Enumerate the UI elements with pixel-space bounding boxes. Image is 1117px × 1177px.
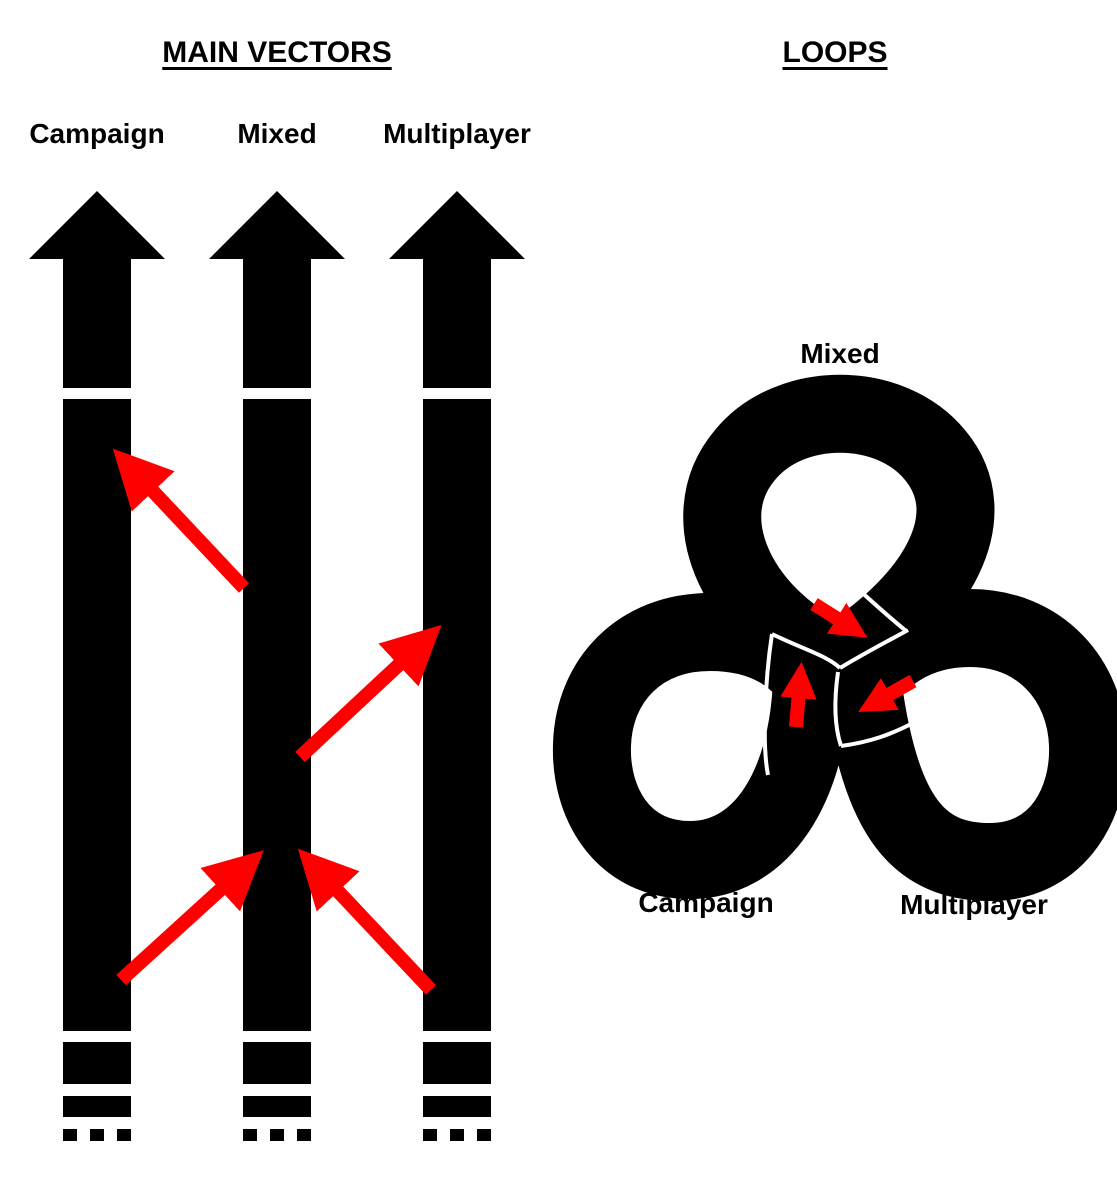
mixed-arrow-up [209, 191, 345, 388]
campaign-trail-segment [63, 1096, 131, 1117]
campaign-column-label: Campaign [29, 118, 165, 149]
mixed-trail-dot [243, 1129, 257, 1141]
loop-transfer-arrows [780, 598, 917, 728]
crossing-line [838, 628, 909, 670]
campaign-shaft [63, 399, 131, 1031]
crossing-line [762, 633, 774, 776]
multiplayer-trail-dot [477, 1129, 491, 1141]
loop-mixed-label: Mixed [800, 338, 880, 369]
campaign-arrow-up [29, 191, 165, 388]
red-arrow-campaign-to-mixed [116, 850, 264, 986]
multiplayer-shaft [423, 399, 491, 1031]
multiplayer-column-label: Multiplayer [383, 118, 531, 149]
main-transfer-arrows [112, 448, 442, 995]
loop-mixed [683, 374, 995, 702]
mixed-trail-dot [297, 1129, 311, 1141]
crossing-line [771, 632, 842, 670]
campaign-trail-dot [117, 1129, 131, 1141]
red-arrow-mixed-to-campaign [112, 448, 250, 593]
red-arrow-loop-campaign [780, 661, 817, 728]
multiplayer-arrow-up [389, 191, 525, 388]
loop-multiplayer [823, 588, 1117, 902]
campaign-trail-segment [63, 1042, 131, 1084]
mixed-vector [209, 191, 345, 1141]
multiplayer-vector [389, 191, 525, 1141]
mixed-trail-segment [243, 1042, 311, 1084]
loops-knot [552, 374, 1117, 902]
campaign-trail-dot [90, 1129, 104, 1141]
mixed-shaft [243, 399, 311, 1031]
campaign-trail-dot [63, 1129, 77, 1141]
multiplayer-trail-dot [423, 1129, 437, 1141]
crossing-line [833, 671, 843, 747]
multiplayer-trail-segment [423, 1042, 491, 1084]
red-arrow-multiplayer-to-mixed [297, 848, 437, 995]
red-arrow-loop-multiplayer [858, 674, 917, 712]
loop-campaign [552, 592, 851, 900]
crossing-line [844, 576, 907, 632]
main-vectors-title: MAIN VECTORS [162, 36, 392, 69]
red-arrow-loop-mixed [810, 598, 868, 638]
multiplayer-trail-segment [423, 1096, 491, 1117]
crossing-line [840, 720, 916, 748]
red-arrow-mixed-to-multiplayer [295, 624, 442, 763]
loops-title: LOOPS [782, 36, 888, 69]
mixed-trail-segment [243, 1096, 311, 1117]
campaign-vector [29, 191, 165, 1141]
mixed-trail-dot [270, 1129, 284, 1141]
mixed-column-label: Mixed [237, 118, 317, 149]
multiplayer-trail-dot [450, 1129, 464, 1141]
